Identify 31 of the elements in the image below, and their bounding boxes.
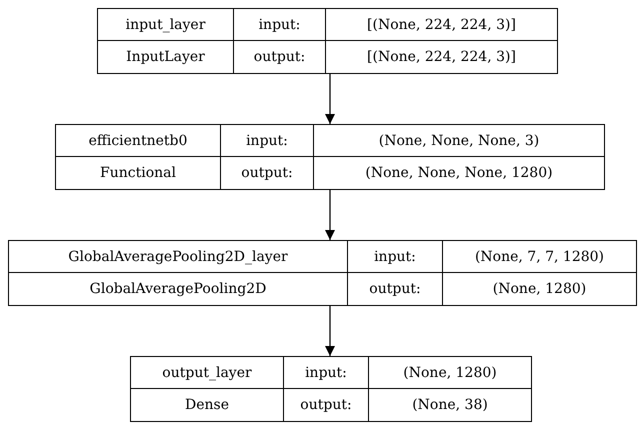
arrow [325,74,335,124]
shape-value: (None, None, None, 3) [314,125,604,157]
layer-name: GlobalAveragePooling2D_layer [9,241,348,273]
port-label: output: [234,41,326,73]
layer-type: Functional [56,157,221,189]
port-label: input: [221,125,314,157]
layer-name: input_layer [98,9,234,41]
port-label: output: [284,389,369,421]
arrow [325,306,335,356]
shape-value: (None, 7, 7, 1280) [443,241,636,273]
layer-table [55,124,605,190]
layer-table [97,8,558,74]
shape-value: (None, 1280) [492,280,588,299]
shape-value: (None, 1280) [369,357,531,389]
port-label: output: [221,157,314,189]
arrow [325,190,335,240]
port-label: input: [234,9,326,41]
shape-value: (None, 38) [411,396,489,415]
shape-value: (None, None, None, 1280) [364,164,554,183]
layer-name: efficientnetb0 [56,125,221,157]
layer-type: Dense [131,389,284,421]
layer-table [8,240,637,306]
layer-type: InputLayer [98,41,234,73]
port-label: input: [284,357,369,389]
port-label: input: [348,241,443,273]
layer-type: GlobalAveragePooling2D [9,273,348,305]
shape-value: [(None, 224, 224, 3)] [326,9,557,41]
layer-table [130,356,532,422]
shape-value: [(None, 224, 224, 3)] [366,48,517,67]
layer-name: output_layer [131,357,284,389]
port-label: output: [348,273,443,305]
